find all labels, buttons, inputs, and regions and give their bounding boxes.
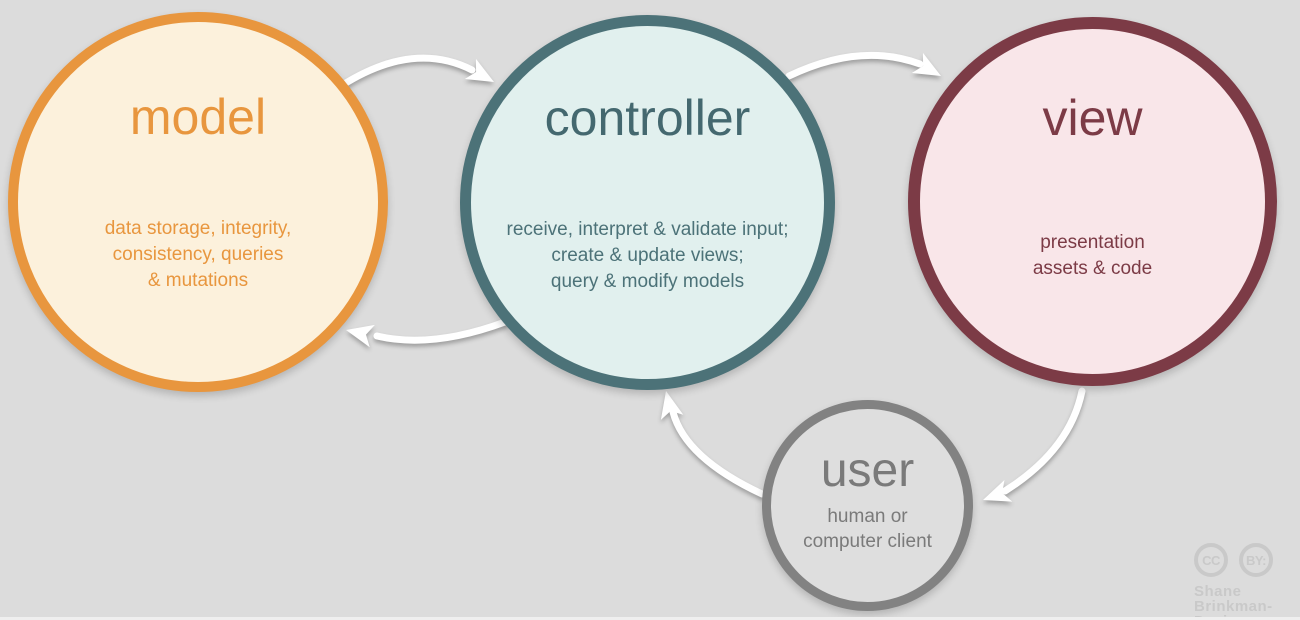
arrow-user-to-controller	[660, 391, 766, 498]
node-view-description: presentation assets & code	[1032, 232, 1153, 279]
cc-by-icon: BY:	[1239, 543, 1273, 577]
node-user-title: user	[820, 444, 915, 497]
node-controller-description: receive, interpret & validate input; cre…	[506, 219, 789, 292]
license-badge: CC BY: Shane Brinkman-Davis	[1194, 543, 1300, 620]
license-icons: CC BY:	[1194, 543, 1300, 577]
node-user: user human or computer client	[762, 400, 973, 611]
arrow-controller-to-model	[346, 318, 509, 348]
node-user-description: human or computer client	[803, 506, 932, 552]
arrow-controller-to-view	[785, 51, 941, 80]
node-controller-title: controller	[544, 90, 751, 146]
cc-icon: CC	[1194, 543, 1228, 577]
license-author: Shane Brinkman-Davis	[1194, 583, 1273, 620]
node-model: model data storage, integrity, consisten…	[8, 12, 388, 392]
node-view: view presentation assets & code	[908, 17, 1277, 386]
node-model-description: data storage, integrity, consistency, qu…	[104, 218, 292, 291]
node-view-title: view	[1042, 90, 1143, 146]
cc-icon-label: CC	[1202, 552, 1220, 568]
node-controller: controller receive, interpret & validate…	[460, 15, 835, 390]
arrow-view-to-user	[983, 387, 1086, 502]
arrow-model-to-controller	[337, 54, 494, 90]
node-model-title: model	[129, 89, 267, 145]
bottom-edge-highlight	[0, 617, 1300, 620]
cc-by-icon-label: BY:	[1246, 552, 1266, 568]
